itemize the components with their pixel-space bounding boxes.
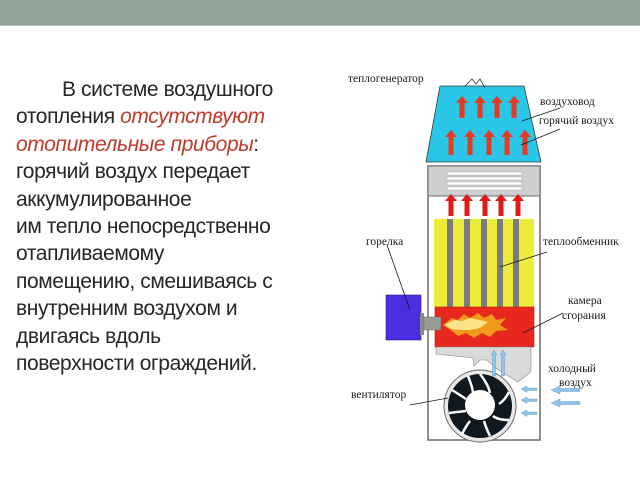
text-line-11: поверхности ограждений. [16, 352, 257, 376]
text-line-9: внутренним воздухом и [16, 297, 238, 321]
label-air-duct: воздуховод [540, 96, 595, 108]
label-burner: горелка [366, 236, 404, 248]
text-line-7: отапливаемому [16, 242, 165, 266]
label-cold-air-2: воздух [559, 377, 592, 389]
text-line-8: помещению, смешиваясь с [16, 269, 273, 293]
cold-air-left-arrows [520, 385, 581, 417]
slide-body-text: В системе воздушного отопления отсутству… [16, 76, 346, 377]
leader-lines [386, 107, 564, 406]
label-combustion-chamber-1: камера [568, 295, 602, 307]
text-line-1-content: В системе воздушного [62, 78, 273, 101]
air-heater-diagram: теплогенератор воздуховод горячий воздух… [340, 60, 640, 450]
text-line-2: отопления отсутствуют [16, 103, 346, 130]
text-line-1: В системе воздушного [16, 76, 346, 103]
label-fan: вентилятор [351, 389, 407, 401]
text-line-5: аккумулированное [16, 187, 192, 211]
label-heat-generator: теплогенератор [348, 73, 424, 85]
label-combustion-chamber-2: сгорания [562, 310, 606, 322]
text-line-6: им тепло непосредственно [16, 215, 271, 239]
text-line-4: горячий воздух передает [16, 160, 250, 184]
highlight-no-heaters: отсутствуют [120, 105, 265, 129]
highlight-heating-devices: отопительные приборы [16, 132, 254, 156]
cold-air-up-arrows [490, 349, 507, 377]
grille [446, 171, 523, 191]
slide-header-bar [0, 0, 640, 26]
colon: : [253, 132, 259, 156]
text-line-10: двигаясь вдоль [16, 324, 161, 348]
label-hot-air: горячий воздух [539, 115, 614, 127]
diagram-graphic [385, 78, 581, 443]
text-line-3: отопительные приборы: [16, 131, 346, 158]
label-cold-air-1: холодный [548, 363, 596, 375]
text-line-2-prefix: отопления [16, 105, 121, 129]
flame [443, 313, 508, 338]
label-heat-exchanger: теплообменник [543, 236, 619, 248]
exchanger-hot-arrows [445, 194, 524, 216]
exchanger-tubes [447, 219, 519, 307]
hot-air-arrows [445, 96, 531, 155]
